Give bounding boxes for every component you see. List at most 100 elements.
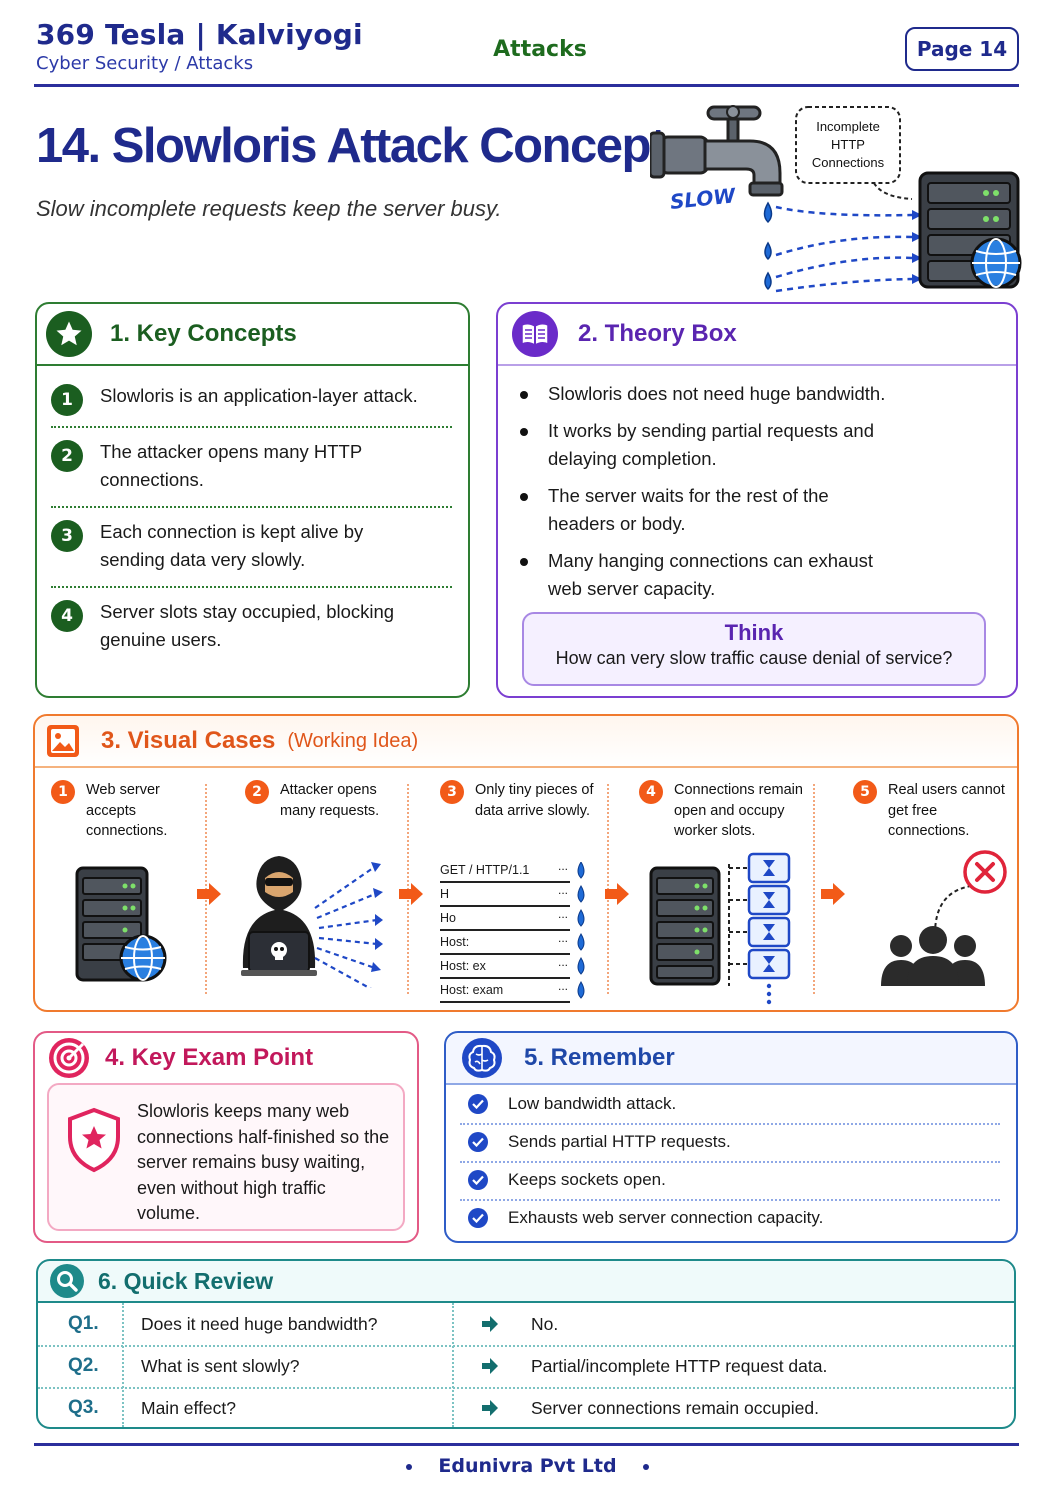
check-circle-icon — [468, 1094, 488, 1114]
think-box: Think How can very slow traffic cause de… — [522, 612, 986, 686]
list-item: Keeps sockets open. — [468, 1161, 1000, 1199]
slow-label: SLOW — [669, 183, 738, 214]
globe-icon — [970, 237, 1022, 289]
slow-tap-server-illustration: SLOW Incomplete HTTP Connections — [650, 105, 1022, 293]
footer-divider — [34, 1443, 1019, 1446]
list-item: Many hanging connections can exhaust web… — [518, 547, 898, 604]
key-exam-point-text: Slowloris keeps many web connections hal… — [137, 1101, 390, 1223]
answer-text: Server connections remain occupied. — [531, 1398, 819, 1418]
quick-review-title: 6. Quick Review — [98, 1267, 274, 1294]
step-number: 5 — [853, 780, 877, 804]
arrow-right-icon — [197, 883, 221, 905]
remember-text: Exhausts web server connection capacity. — [508, 1208, 824, 1227]
list-item: Slowloris does not need huge bandwidth. — [518, 380, 996, 409]
divider — [51, 426, 452, 428]
concept-text: Each connection is kept alive by sending… — [100, 521, 364, 570]
request-line: Ho... — [440, 907, 570, 931]
brand-block: 369 Tesla | Kalviyogi Cyber Security / A… — [36, 18, 363, 74]
callout-bubble: Incomplete HTTP Connections — [795, 106, 913, 200]
target-icon — [49, 1038, 89, 1078]
answer-text: No. — [531, 1314, 559, 1334]
list-item: Low bandwidth attack. — [468, 1085, 1000, 1123]
divider — [51, 506, 452, 508]
table-row: Q1. Does it need huge bandwidth? No. — [38, 1303, 1014, 1345]
visual-cases-header: 3. Visual Cases (Working Idea) — [35, 716, 1017, 768]
request-line: H... — [440, 883, 570, 907]
arrow-heads — [912, 210, 922, 284]
quick-review-header: 6. Quick Review — [38, 1261, 1014, 1303]
arrow-right-icon — [482, 1358, 498, 1374]
step-1: 1 Web server accepts connections. — [51, 780, 186, 842]
theory-bullet-list: Slowloris does not need huge bandwidth. … — [518, 380, 996, 612]
concept-text: Slowloris is an application-layer attack… — [100, 385, 418, 406]
partial-request-lines: GET / HTTP/1.1... H... Ho... Host:... Ho… — [440, 859, 570, 1003]
arrow-right-icon — [605, 883, 629, 905]
question-text: Main effect? — [141, 1398, 237, 1418]
table-row: Q2. What is sent slowly? Partial/incompl… — [38, 1345, 1014, 1387]
number-badge: 2 — [51, 440, 83, 472]
step-number: 2 — [245, 780, 269, 804]
step-2: 2 Attacker opens many requests. — [245, 780, 390, 821]
page-subtitle: Slow incomplete requests keep the server… — [36, 196, 502, 221]
table-row: Q3. Main effect? Server connections rema… — [38, 1387, 1014, 1429]
section-label: Attacks — [493, 37, 587, 62]
slow-request-arrows — [775, 205, 913, 293]
water-drop-icons — [763, 201, 773, 291]
theory-box-header: 2. Theory Box — [498, 304, 1016, 366]
step-text: Connections remain open and occupy worke… — [674, 782, 803, 839]
list-item: Sends partial HTTP requests. — [468, 1123, 1000, 1161]
step-text: Attacker opens many requests. — [280, 782, 380, 819]
star-icon — [46, 311, 92, 357]
arrow-right-icon — [482, 1316, 498, 1332]
column-divider — [452, 1303, 454, 1427]
divider — [460, 1199, 1000, 1201]
column-divider — [122, 1303, 124, 1427]
key-concepts-header: 1. Key Concepts — [37, 304, 468, 366]
concept-text: The attacker opens many HTTP connections… — [100, 441, 362, 490]
number-badge: 3 — [51, 520, 83, 552]
remember-text: Low bandwidth attack. — [508, 1094, 677, 1113]
theory-box-title: 2. Theory Box — [578, 320, 737, 347]
page-title: 14. Slowloris Attack Concept — [36, 119, 666, 173]
header-divider — [34, 84, 1019, 87]
blocked-users-icon — [881, 850, 1007, 986]
magnifier-icon — [50, 1264, 84, 1298]
server-occupied-slots-icon — [649, 852, 791, 1005]
remember-text: Keeps sockets open. — [508, 1170, 666, 1189]
number-badge: 4 — [51, 600, 83, 632]
footer-company: Edunivra Pvt Ltd — [438, 1455, 617, 1477]
divider — [51, 586, 452, 588]
brain-icon — [462, 1038, 502, 1078]
arrow-right-icon — [482, 1400, 498, 1416]
brand-title: 369 Tesla | Kalviyogi — [36, 18, 363, 51]
key-exam-point-box: Slowloris keeps many web connections hal… — [47, 1083, 405, 1231]
question-number: Q2. — [68, 1355, 99, 1376]
row-divider — [38, 1387, 1014, 1389]
list-item: Exhausts web server connection capacity. — [468, 1199, 1000, 1237]
step-4: 4 Connections remain open and occupy wor… — [639, 780, 824, 842]
arrow-right-icon — [821, 883, 845, 905]
users-icon — [881, 926, 985, 986]
divider — [460, 1123, 1000, 1125]
request-line: Host: exam... — [440, 979, 570, 1003]
step-5: 5 Real users cannot get free connections… — [853, 780, 1018, 842]
check-circle-icon — [468, 1208, 488, 1228]
answer-text: Partial/incomplete HTTP request data. — [531, 1356, 828, 1376]
key-concepts-title: 1. Key Concepts — [110, 320, 297, 347]
remember-card: 5. Remember Low bandwidth attack. Sends … — [444, 1031, 1018, 1243]
visual-cases-title: 3. Visual Cases — [101, 727, 276, 754]
number-badge: 1 — [51, 384, 83, 416]
row-divider — [38, 1345, 1014, 1347]
check-circle-icon — [468, 1170, 488, 1190]
callout-line-1: Incomplete — [816, 119, 880, 134]
list-item: 4 Server slots stay occupied, blocking g… — [51, 598, 452, 654]
divider — [460, 1161, 1000, 1163]
key-exam-point-card: 4. Key Exam Point Slowloris keeps many w… — [33, 1031, 419, 1243]
step-text: Real users cannot get free connections. — [888, 782, 1005, 839]
key-exam-point-title: 4. Key Exam Point — [105, 1044, 314, 1071]
step-number: 4 — [639, 780, 663, 804]
request-line: GET / HTTP/1.1... — [440, 859, 570, 883]
request-line: Host: ex... — [440, 955, 570, 979]
callout-line-2: HTTP — [831, 137, 865, 152]
visual-cases-subtitle: (Working Idea) — [287, 729, 419, 752]
